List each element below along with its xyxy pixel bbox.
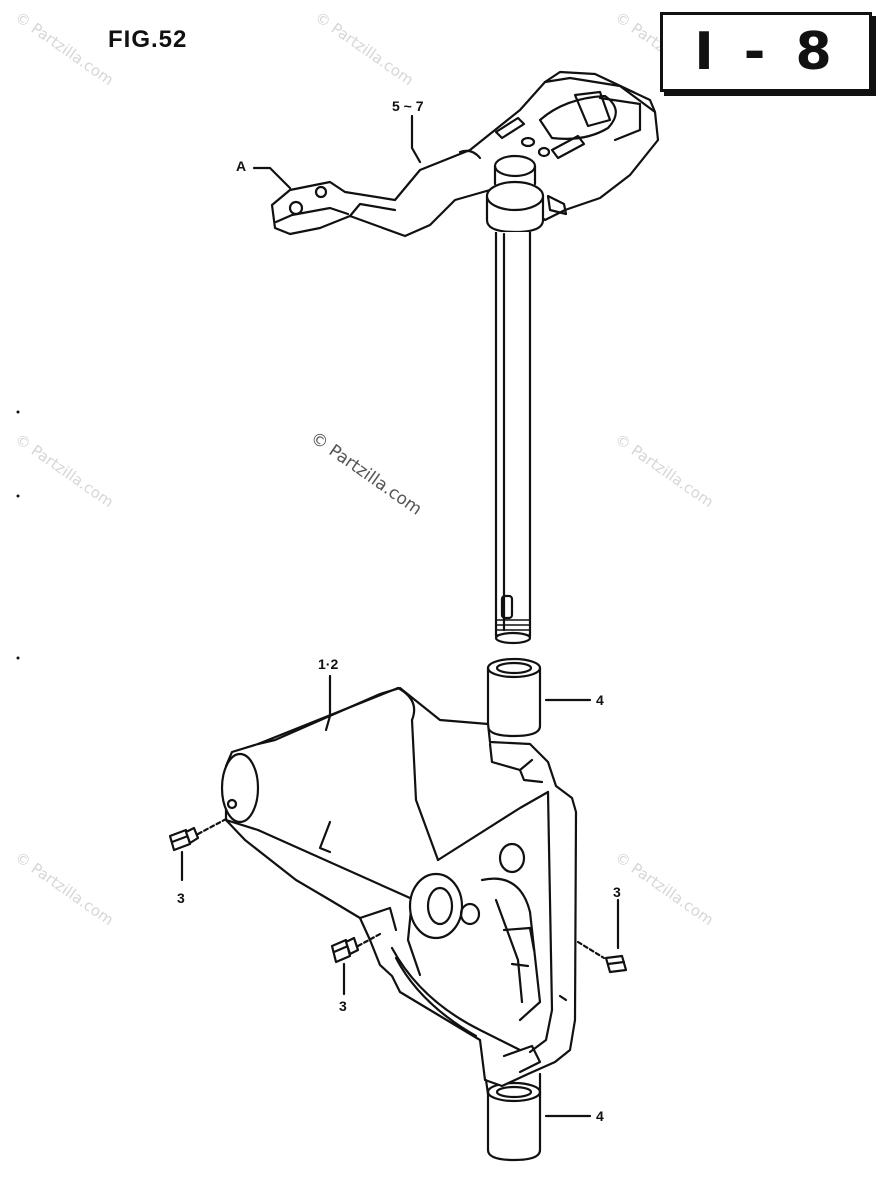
callout-1-2: 1·2 (318, 656, 339, 672)
scan-dot (16, 494, 20, 498)
scan-dot (16, 656, 20, 660)
bushing-top (486, 657, 592, 738)
bracket-hub (485, 154, 545, 234)
steering-shaft (494, 232, 532, 645)
callout-a: A (236, 158, 247, 174)
callout-3-center: 3 (339, 998, 347, 1014)
bushing-bottom (486, 1081, 592, 1162)
grease-nipple-center (330, 932, 382, 964)
steering-bracket (270, 70, 660, 238)
callout-3-left: 3 (177, 890, 185, 906)
scan-dot (16, 410, 20, 414)
page-label: I - 8 (694, 22, 838, 82)
leader-lines (180, 114, 620, 996)
callout-3-right: 3 (613, 884, 621, 900)
callout-5-7: 5 ~ 7 (392, 98, 424, 114)
page-label-box: I - 8 (660, 12, 872, 92)
figure-title: FIG.52 (108, 26, 188, 53)
grease-nipple-left (168, 816, 230, 852)
callout-4-top: 4 (596, 692, 604, 708)
swivel-bracket (220, 686, 578, 1096)
grease-nipple-right (576, 940, 628, 974)
callout-4-bottom: 4 (596, 1108, 604, 1124)
